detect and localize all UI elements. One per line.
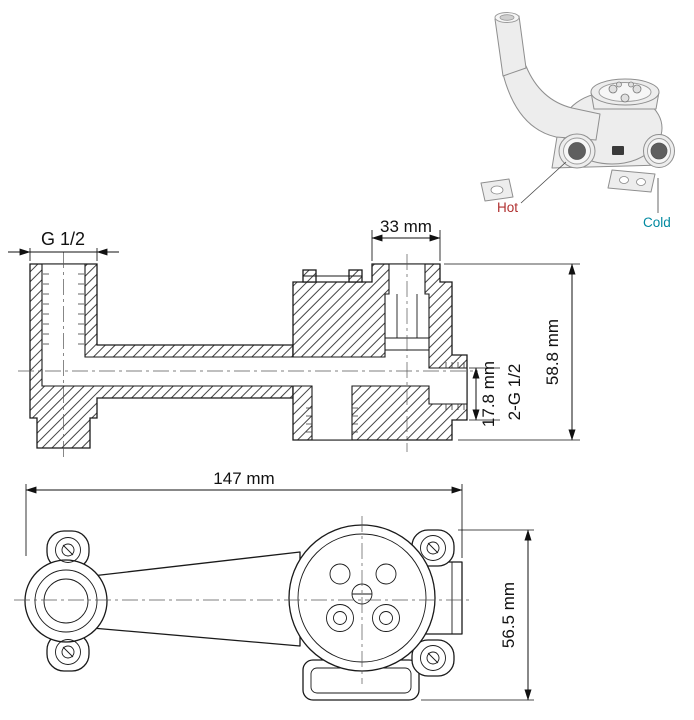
cold-label: Cold — [643, 215, 671, 230]
plan-valve-port — [326, 604, 354, 632]
ear-screw — [420, 535, 446, 561]
cartridge-screw — [608, 84, 618, 94]
hot-inlet-bore — [568, 142, 586, 160]
spout-tube — [494, 15, 527, 77]
ear-screw-slot — [62, 544, 74, 556]
plan-view: 147 mm 56.5 mm — [14, 469, 534, 701]
dim-overall-height: 58.8 mm — [444, 263, 580, 441]
spout-tube-bore — [499, 14, 515, 21]
mounting-foot-right — [607, 169, 656, 193]
dim-top-port-width: 33 mm — [371, 217, 441, 261]
ear-screw — [420, 645, 446, 671]
ear-screw — [55, 639, 81, 665]
ear-screw-slot — [427, 652, 439, 664]
ports-thread-label: 2-G 1/2 — [505, 364, 524, 421]
cartridge-pin — [616, 81, 622, 88]
dim-top-port-width-text: 33 mm — [380, 217, 432, 236]
section-view: G 1/2 33 mm 58.8 mm 17.8 mm 2-G 1/2 — [8, 217, 580, 458]
dim-overall-depth: 56.5 mm — [421, 529, 534, 701]
ear-screw-slot — [62, 646, 74, 658]
plan-left-flange-bore — [43, 578, 89, 624]
dim-overall-depth-text: 56.5 mm — [499, 582, 518, 648]
mounting-foot-right-hole — [619, 176, 629, 184]
thread-ticks-bottom-port — [306, 407, 358, 433]
thread-ticks-right — [78, 273, 84, 345]
cold-inlet-bore — [650, 142, 668, 160]
section-spout-body — [29, 263, 294, 449]
thread-ticks-side-port — [445, 362, 465, 410]
plan-left-flange-mid — [34, 569, 98, 633]
cartridge-pin — [628, 81, 634, 88]
dim-overall-length: 147 mm — [25, 469, 463, 558]
ear-screw — [55, 537, 81, 563]
plan-valve-hole — [329, 563, 351, 585]
ear-screw-inner — [426, 651, 440, 665]
dim-thread-top: G 1/2 — [8, 229, 119, 261]
mounting-foot-left-hole — [490, 185, 504, 195]
dim-overall-height-text: 58.8 mm — [543, 319, 562, 385]
ear-screw-inner — [426, 541, 440, 555]
hot-label: Hot — [497, 200, 518, 215]
section-water-passage — [41, 263, 468, 441]
cartridge-screw — [632, 84, 642, 94]
dim-side-port-height-text: 17.8 mm — [479, 361, 498, 427]
brand-mark — [612, 146, 624, 155]
plan-valve-port-inner — [333, 611, 347, 625]
spout-arm — [502, 65, 601, 141]
dim-side-port-height: 17.8 mm — [469, 361, 500, 427]
plan-body — [91, 551, 301, 647]
ear-screw-slot — [427, 542, 439, 554]
cartridge-screw — [620, 93, 630, 103]
dim-overall-length-text: 147 mm — [213, 469, 274, 488]
perspective-view: Hot Cold — [480, 12, 675, 230]
ear-screw-inner — [61, 645, 75, 659]
ear-screw-inner — [61, 543, 75, 557]
plan-valve-port-inner — [379, 611, 393, 625]
plan-valve-port — [372, 604, 400, 632]
mounting-foot-right-hole — [636, 178, 646, 186]
dim-thread-top-text: G 1/2 — [41, 229, 85, 249]
plan-left-flange-outer — [24, 559, 108, 643]
plan-valve-hole — [375, 563, 397, 585]
thread-ticks-left — [43, 273, 49, 345]
hot-leader-line — [520, 161, 567, 204]
